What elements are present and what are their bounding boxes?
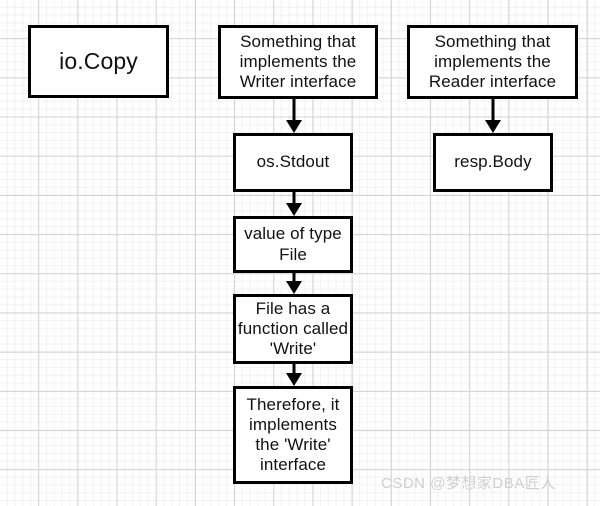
arrow-shaft <box>491 99 495 122</box>
arrow-shaft <box>292 364 296 375</box>
arrow-shaft <box>292 273 296 283</box>
writer-interface-node: Something that implements the Writer int… <box>218 25 378 99</box>
reader-interface-node: Something that implements the Reader int… <box>407 25 578 99</box>
resp-body-node: resp.Body <box>433 133 553 192</box>
arrow-head-icon <box>286 203 302 216</box>
arrow-head-icon <box>286 281 302 294</box>
arrow-shaft <box>292 192 296 205</box>
watermark: CSDN @梦想家DBA匠人 <box>381 475 556 492</box>
arrow-shaft <box>292 99 296 122</box>
file-write-function-node: File has a function called 'Write' <box>233 294 353 364</box>
value-of-type-file-node: value of type File <box>233 216 353 273</box>
os-stdout-node: os.Stdout <box>233 133 353 192</box>
arrow-head-icon <box>485 120 501 133</box>
arrow-head-icon <box>286 120 302 133</box>
arrow-head-icon <box>286 373 302 386</box>
io-copy-node: io.Copy <box>28 25 169 98</box>
implements-write-interface-node: Therefore, it implements the 'Write' int… <box>233 386 353 484</box>
